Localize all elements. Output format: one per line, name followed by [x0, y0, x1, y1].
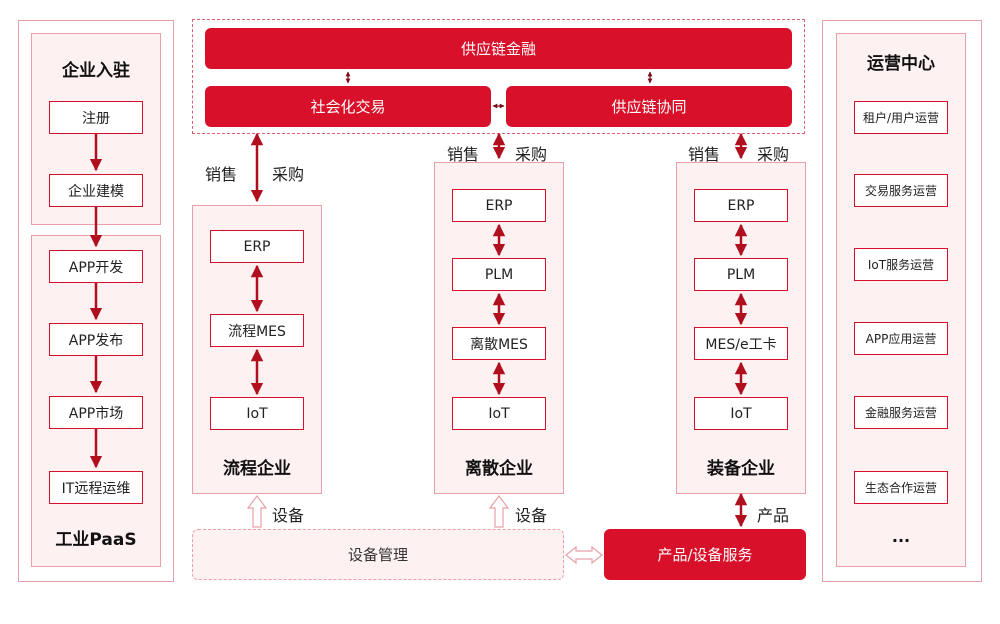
ops-app[interactable]: APP应用运营 — [854, 322, 948, 355]
left-title: 企业入驻 — [62, 60, 130, 81]
ops-ecosystem[interactable]: 生态合作运营 — [854, 471, 948, 504]
arrow-device-process — [246, 495, 268, 528]
label-sales-2: 销售 — [447, 145, 480, 164]
label-equipment-2: 设备 — [515, 506, 548, 525]
step-register[interactable]: 注册 — [49, 101, 143, 134]
arrow-device-product-service — [565, 545, 603, 565]
discrete-enterprise-title: 离散企业 — [465, 458, 533, 479]
label-purchase-1: 采购 — [272, 165, 305, 184]
right-title: 运营中心 — [867, 53, 935, 74]
ops-more: ... — [891, 526, 911, 546]
step-app-publish[interactable]: APP发布 — [49, 323, 143, 356]
left-footer: 工业PaaS — [55, 529, 137, 550]
supply-chain-collab[interactable]: 供应链协同 — [506, 86, 792, 127]
step-app-market[interactable]: APP市场 — [49, 396, 143, 429]
step-app-develop[interactable]: APP开发 — [49, 250, 143, 283]
discrete-plm[interactable]: PLM — [452, 258, 546, 291]
label-product: 产品 — [757, 506, 790, 525]
ops-finance-service[interactable]: 金融服务运营 — [854, 396, 948, 429]
label-purchase-2: 采购 — [515, 145, 548, 164]
social-trade[interactable]: 社会化交易 — [205, 86, 491, 127]
label-equipment-1: 设备 — [272, 506, 305, 525]
arrow-device-discrete — [488, 495, 510, 528]
process-mes[interactable]: 流程MES — [210, 314, 304, 347]
discrete-erp[interactable]: ERP — [452, 189, 546, 222]
device-management[interactable]: 设备管理 — [192, 529, 564, 580]
label-sales-1: 销售 — [205, 165, 238, 184]
process-iot[interactable]: IoT — [210, 397, 304, 430]
step-enterprise-modeling[interactable]: 企业建模 — [49, 174, 143, 207]
label-purchase-3: 采购 — [757, 145, 790, 164]
step-it-remote-ops[interactable]: IT远程运维 — [49, 471, 143, 504]
process-erp[interactable]: ERP — [210, 230, 304, 263]
process-enterprise-title: 流程企业 — [223, 458, 291, 479]
ops-tenant-user[interactable]: 租户/用户运营 — [854, 101, 948, 134]
label-sales-3: 销售 — [688, 145, 721, 164]
equipment-mes[interactable]: MES/e工卡 — [694, 327, 788, 360]
equipment-iot[interactable]: IoT — [694, 397, 788, 430]
supply-chain-finance[interactable]: 供应链金融 — [205, 28, 792, 69]
equipment-erp[interactable]: ERP — [694, 189, 788, 222]
discrete-mes[interactable]: 离散MES — [452, 327, 546, 360]
product-device-service[interactable]: 产品/设备服务 — [604, 529, 806, 580]
equipment-plm[interactable]: PLM — [694, 258, 788, 291]
discrete-iot[interactable]: IoT — [452, 397, 546, 430]
ops-iot-service[interactable]: IoT服务运营 — [854, 248, 948, 281]
ops-trade-service[interactable]: 交易服务运营 — [854, 174, 948, 207]
equipment-enterprise-title: 装备企业 — [707, 458, 775, 479]
